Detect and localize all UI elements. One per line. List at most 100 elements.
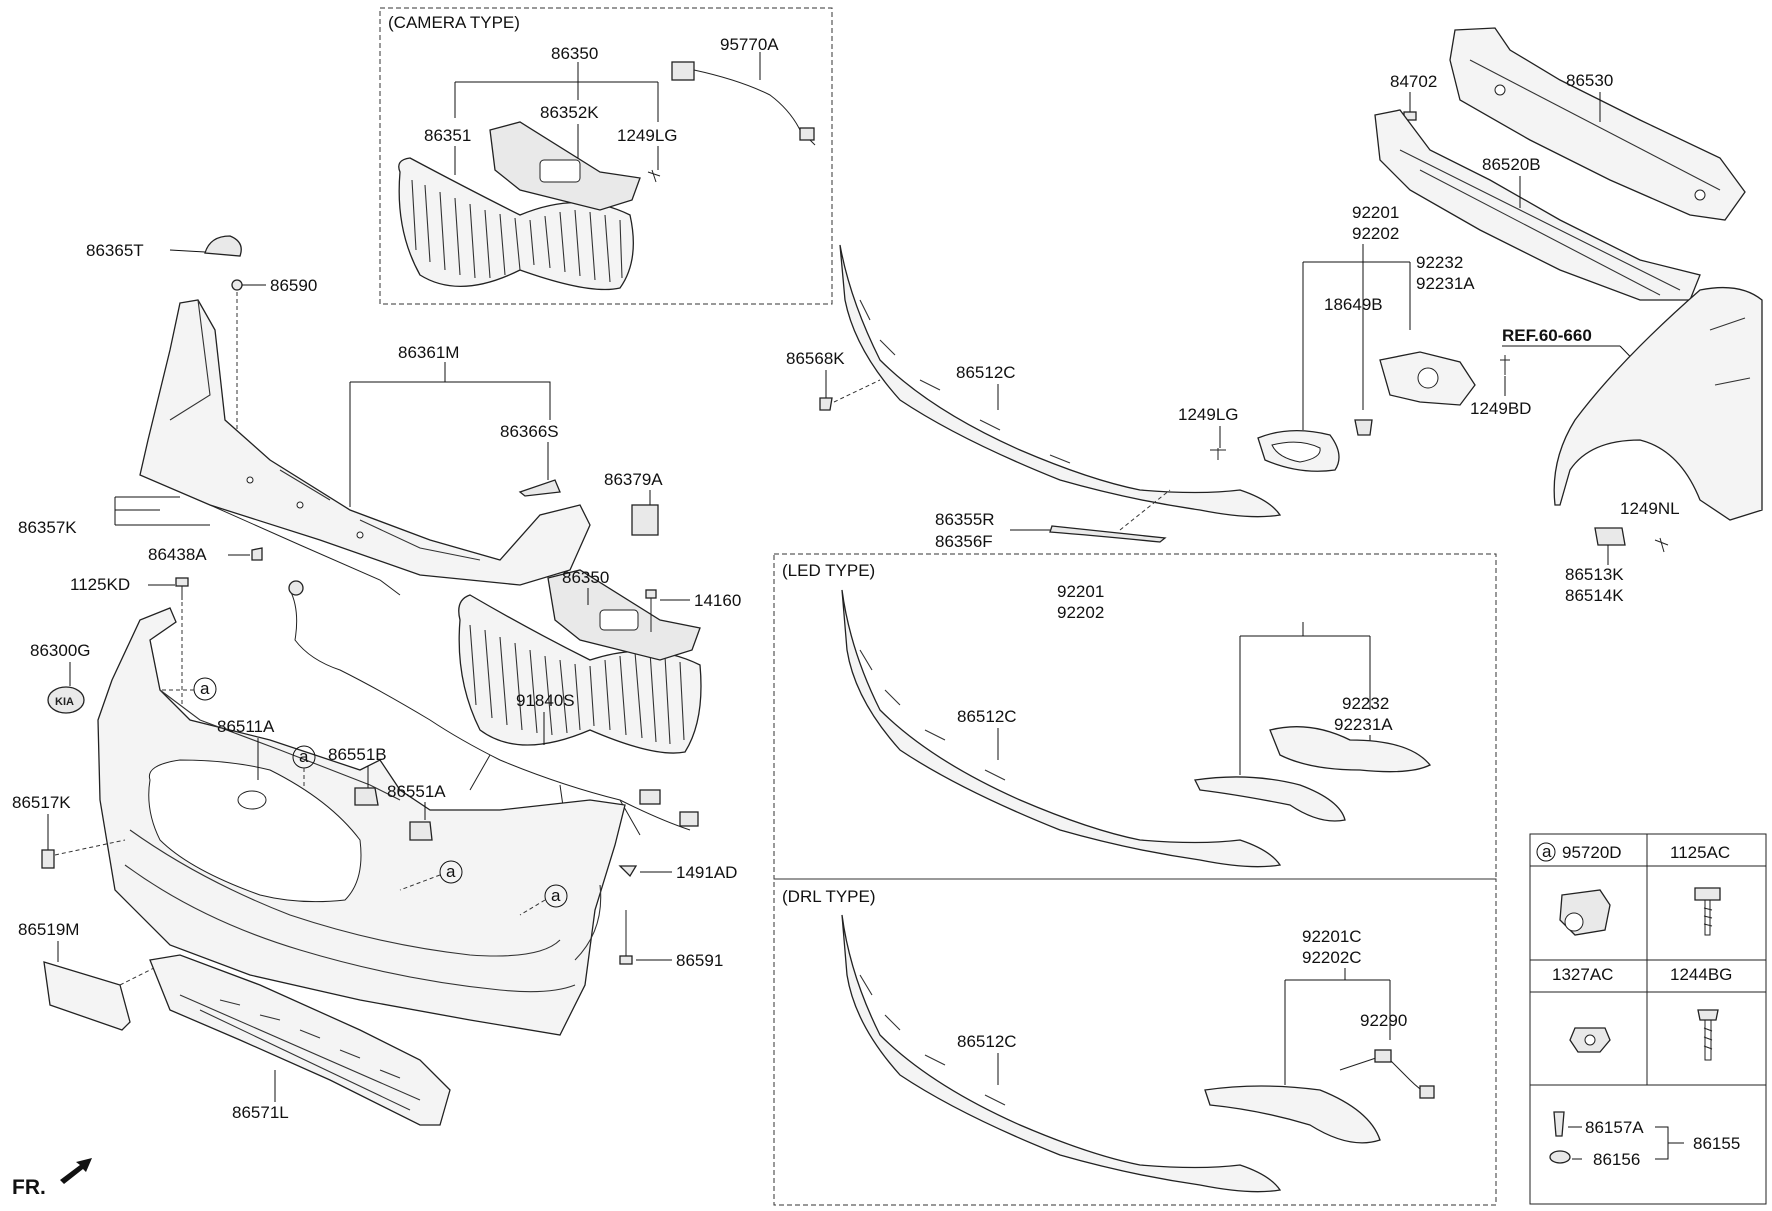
screw-1249nl [1654,537,1669,553]
under-cover-86571l [149,954,451,1126]
lower-lip-86512c-drl [841,914,1282,1193]
svg-text:a: a [551,886,561,905]
camera-wiring-harness [671,61,816,146]
callout-86357k: 86357K [18,518,77,537]
callout-1249bd: 1249BD [1470,399,1531,418]
callout-92231a: 92231A [1416,274,1475,293]
drl-type-frame [773,878,1497,1206]
callout-92232: 92232 [1416,253,1463,272]
callout-92202c: 92202C [1302,948,1362,967]
camera-type-group: (CAMERA TYPE) 86350 86352K 86351 1249LG … [379,7,833,305]
circle-ref-a-2: a [292,745,316,790]
callout-86520b: 86520B [1482,155,1541,174]
led-lamp-92231a [1269,726,1432,773]
callout-84702: 84702 [1390,72,1437,91]
led-type-group: (LED TYPE) 86512C 92201 92202 92232 9223… [773,553,1497,880]
callout-86365t: 86365T [86,241,144,260]
callout-92201c: 92201C [1302,927,1362,946]
camera-bracket [489,121,641,211]
screw-86590: 86590 [231,276,317,440]
callout-92290: 92290 [1360,1011,1407,1030]
legend-95720d: 95720D [1562,843,1622,862]
callout-86350: 86350 [562,568,609,587]
clip-86438a [251,547,263,561]
clip-86157a-icon [1553,1111,1565,1137]
callout-86512c-led: 86512C [957,707,1017,726]
drl-type-group: (DRL TYPE) 86512C 92201C 92202C 92290 [773,878,1497,1206]
callout-86366s: 86366S [500,422,559,441]
callout-95770a: 95770A [720,35,779,54]
clip-1491ad [618,865,638,878]
callout-14160: 14160 [694,591,741,610]
camera-callout-bracket [454,62,659,122]
callout-92201-led: 92201 [1057,582,1104,601]
drl-lamp-92201c [1204,1085,1381,1144]
trim-strip-86355r [1049,525,1167,543]
legend-86156: 86156 [1593,1150,1640,1169]
screw-1249lg-camera [647,169,661,183]
screw-14160 [645,589,657,632]
callout-92201: 92201 [1352,203,1399,222]
cover-86365t: 86365T [86,235,242,260]
callout-92232-led: 92232 [1342,694,1389,713]
camera-leader-lines [454,52,761,175]
drl-wiring-92290 [1339,1049,1435,1099]
legend-1244bg: 1244BG [1670,965,1732,984]
part-86517k [41,849,55,869]
callout-86568k: 86568K [786,349,845,368]
kia-badge-text: KIA [55,696,74,708]
callout-86355r: 86355R [935,510,995,529]
license-bracket-86519m [43,961,131,1031]
bracket-86551a [409,821,433,841]
main-grille-86350 [458,569,702,754]
legend-1125ac: 1125AC [1670,843,1730,862]
screw-1244bg-icon [1697,1009,1719,1061]
kia-badge-86300g: KIA [47,686,85,714]
clip-86568k [819,397,833,411]
callout-86438a: 86438A [148,545,207,564]
part-86366s [518,479,561,497]
svg-text:a: a [446,862,456,881]
bracket-86513k [1594,527,1626,546]
clip-86156-icon [1549,1150,1571,1164]
energy-absorber-86520b [1374,109,1701,301]
front-bumper-86511a [97,607,626,1036]
callout-86590: 86590 [270,276,317,295]
callout-86512c-drl: 86512C [957,1032,1017,1051]
front-direction-arrow-icon [60,1158,92,1184]
callout-1491ad: 1491AD [676,863,737,882]
callout-86571l: 86571L [232,1103,289,1122]
leader-86361m [349,381,551,507]
callout-86361m: 86361M [398,343,459,362]
led-type-title: (LED TYPE) [782,561,875,580]
bumper-beam-86530 [1449,27,1746,221]
callout-92202-led: 92202 [1057,603,1104,622]
callout-1125kd: 1125KD [70,575,130,594]
callout-86530: 86530 [1566,71,1613,90]
legend-86157a: 86157A [1585,1118,1644,1137]
callout-86351: 86351 [424,126,471,145]
callout-91840s: 91840S [516,691,575,710]
callout-92202: 92202 [1352,224,1399,243]
callout-92231a-led: 92231A [1334,715,1393,734]
svg-text:a: a [299,747,309,766]
callout-86356f: 86356F [935,532,993,551]
drl-type-title: (DRL TYPE) [782,887,876,906]
screw-1125kd [175,577,189,600]
reference-ref-60-660: REF.60-660 [1502,326,1592,345]
nut-1327ac-icon [1569,1027,1611,1053]
legend-86155: 86155 [1693,1134,1740,1153]
screw-1249bd [1500,355,1510,375]
legend-86155-bracket [1655,1126,1684,1160]
circle-ref-a-3: a [399,860,463,891]
leader-86357k [114,496,210,526]
callout-86519m: 86519M [18,920,79,939]
upper-garnish-86361m [139,299,591,596]
callout-86352k: 86352K [540,103,599,122]
callout-86551a: 86551A [387,782,446,801]
bulb-18649b [1354,419,1373,436]
callout-86514k: 86514K [1565,586,1624,605]
lower-lip-86512c-main [839,244,1282,518]
callout-86512c-main: 86512C [956,363,1016,382]
